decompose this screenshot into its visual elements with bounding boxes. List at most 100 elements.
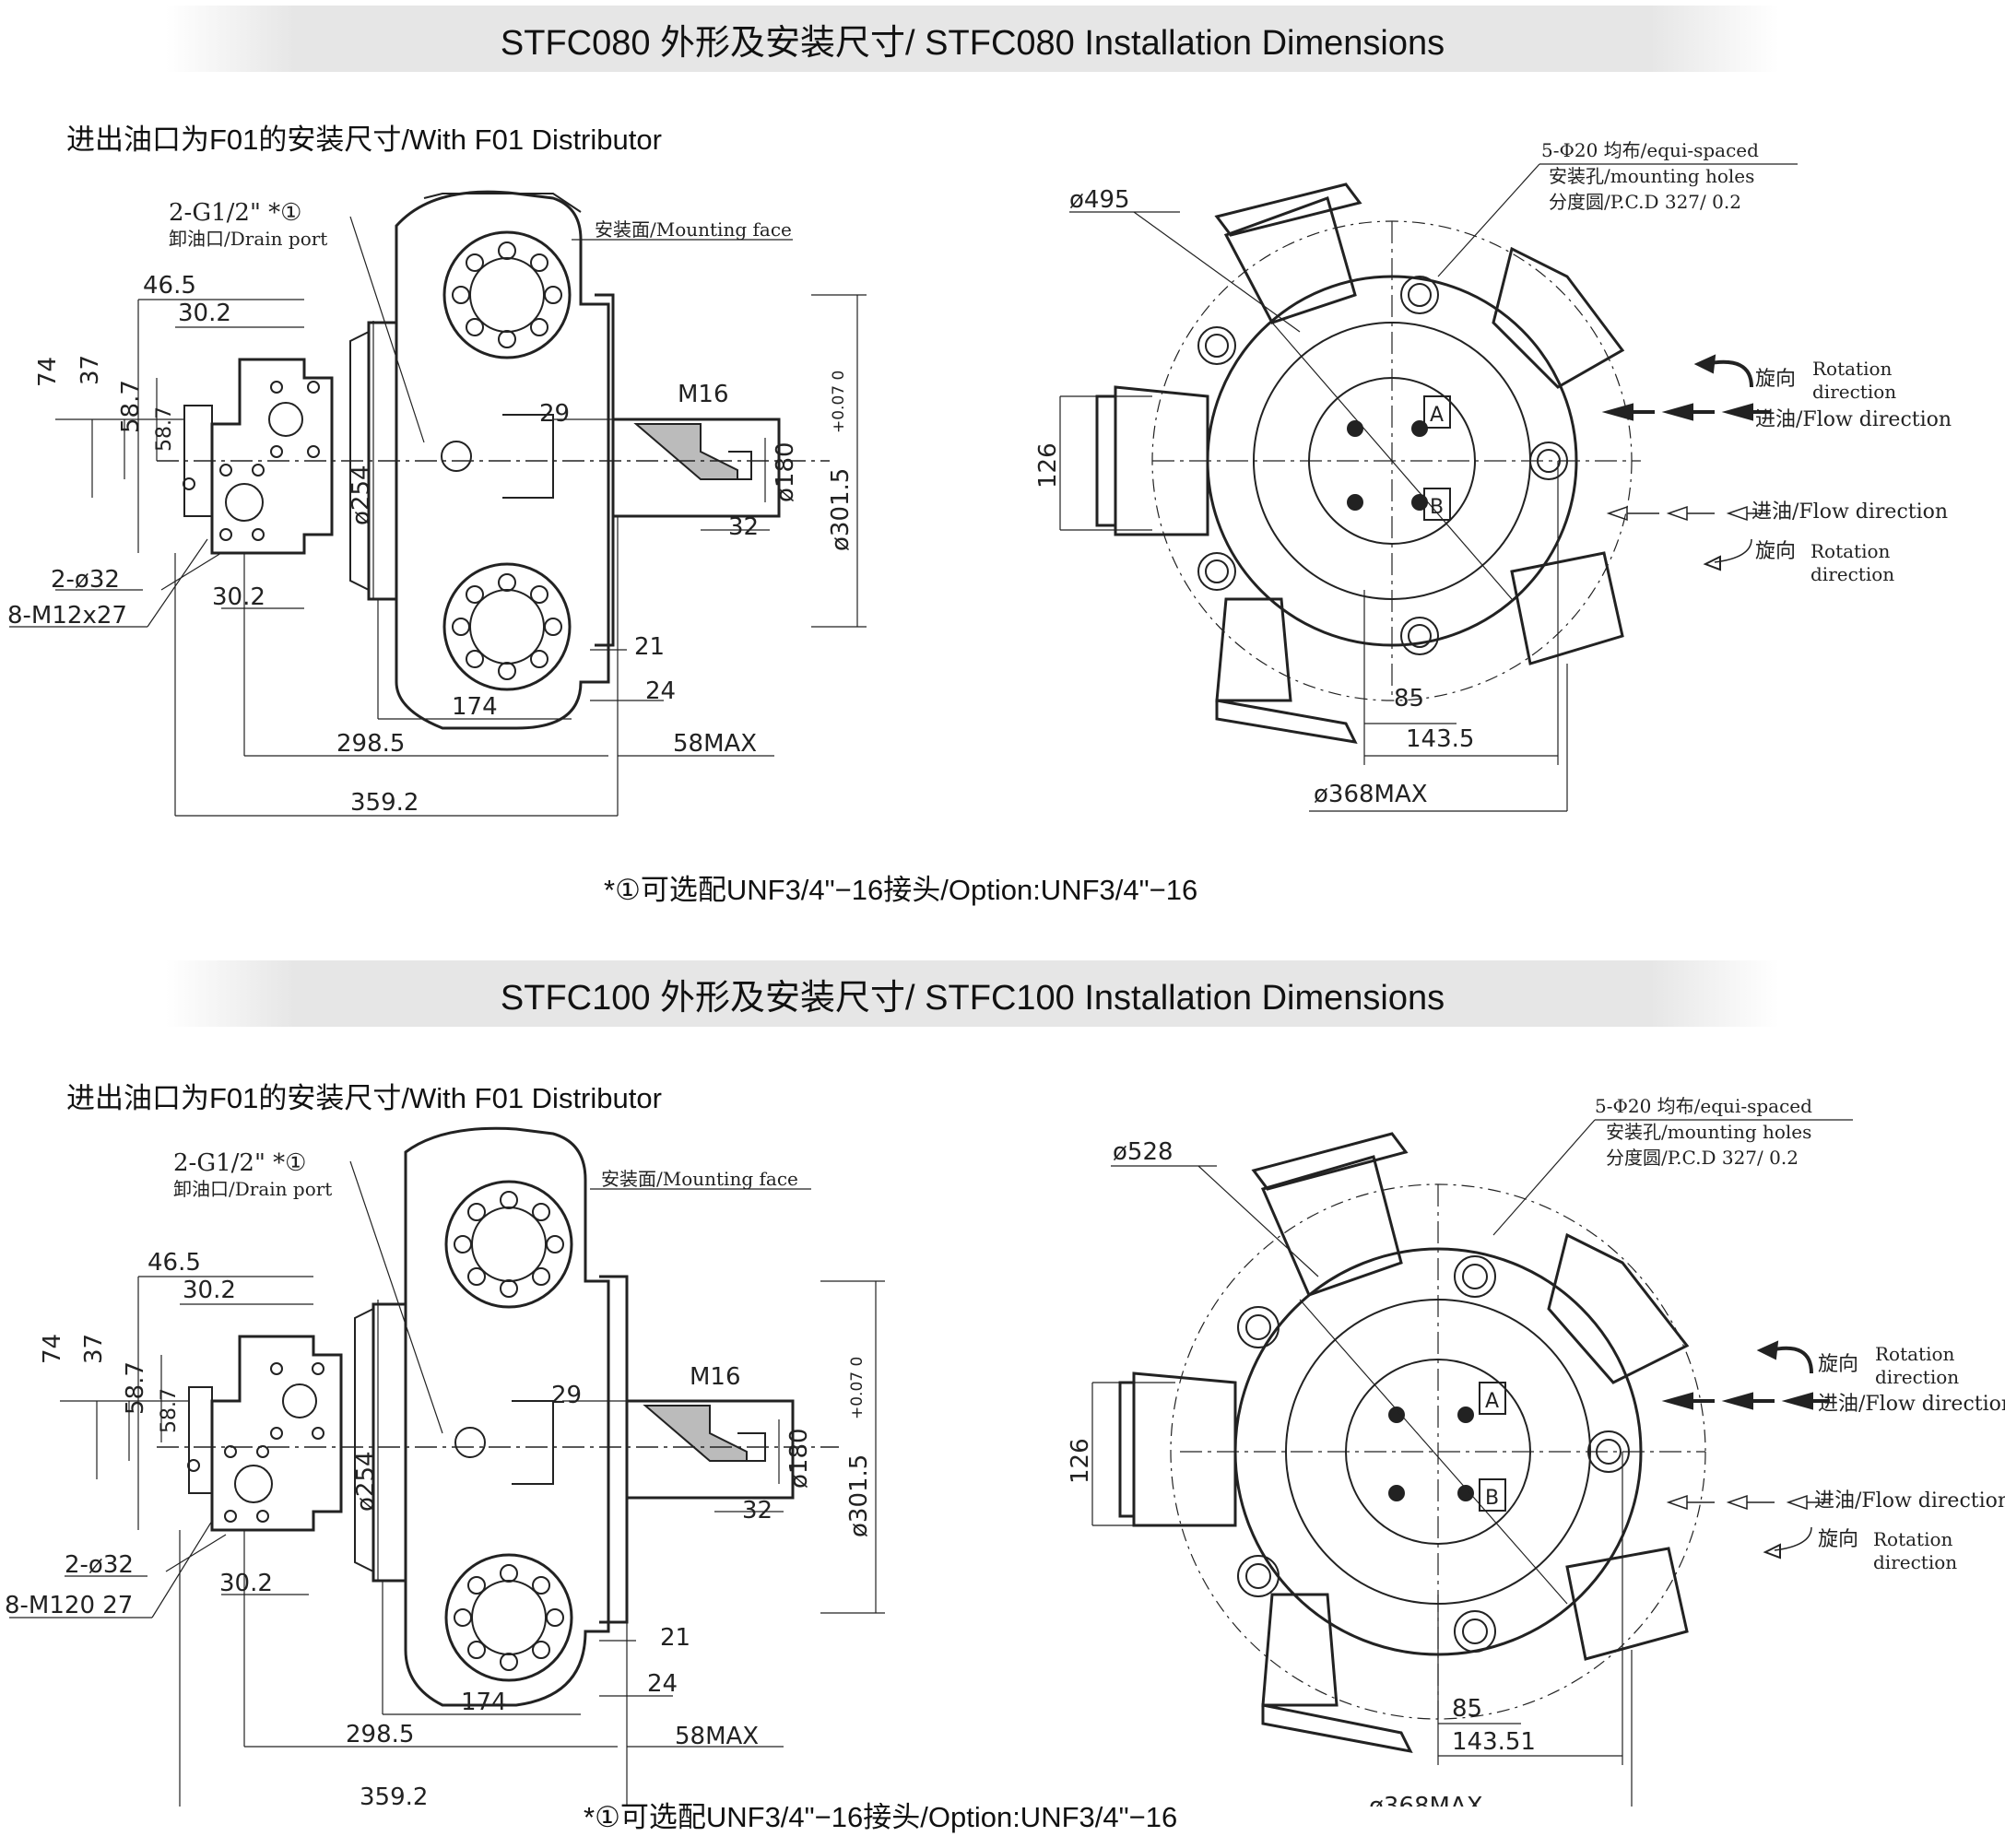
dim-phi254-2: ø254 [352,1451,380,1512]
dim-143-5: 143.5 [1406,725,1474,753]
dim-8-m12: 8-M12x27 [7,602,127,630]
dim-74: 74 [34,357,62,387]
dim-phi528: ø528 [1113,1138,1174,1166]
dim-8-m12-2: 8-M120 27 [5,1592,133,1619]
dim-46-5: 46.5 [143,272,196,300]
dim-tolerance: +0.07 0 [830,371,848,433]
dim-46-5-2: 46.5 [147,1249,201,1277]
dim-359-2: 359.2 [350,789,419,817]
rotation-2-cn-2: 旋向 [1818,1528,1858,1551]
dim-30-2-bot-2: 30.2 [219,1570,273,1597]
flow-direction-1: 进油/Flow direction [1755,408,1952,431]
dim-phi180: ø180 [772,441,799,502]
dim-58max-2: 58MAX [675,1723,759,1750]
rotation-1-en2-2: direction [1875,1366,1959,1388]
dim-58-7b: 58.7 [153,406,176,452]
side-view-motor-body [183,190,781,730]
section-1-drawing: 2-G1/2" *① 卸油口/Drain port 安装面/Mounting f… [7,139,1952,817]
dim-24-2: 24 [647,1670,678,1698]
holes-line-3-2: 分度圆/P.C.D 327/ 0.2 [1606,1147,1799,1169]
holes-line-1: 5-Φ20 均布/equi-spaced [1541,139,1759,161]
dim-30-2-top: 30.2 [178,300,231,327]
holes-line-1-2: 5-Φ20 均布/equi-spaced [1595,1095,1812,1117]
dim-32: 32 [728,513,759,541]
front-view-labels-2: ø528 5-Φ20 均布/equi-spaced 安装孔/mounting h… [1067,1095,2005,1807]
dim-85: 85 [1394,685,1424,712]
rotation-2-en1-2: Rotation [1873,1528,1953,1550]
port-a-label: A [1430,404,1444,427]
dim-tolerance-2: +0.07 0 [848,1357,867,1419]
dim-29-2: 29 [551,1382,582,1409]
drain-port-sublabel: 卸油口/Drain port [169,228,327,250]
dim-32-2: 32 [742,1497,773,1524]
section-1-subtitle: 进出油口为F01的安装尺寸/With F01 Distributor [66,124,662,156]
side-view-labels-2: 2-G1/2" *① 卸油口/Drain port 安装面/Mounting f… [5,1149,873,1807]
port-a-label-2: A [1485,1390,1499,1413]
port-b-label-2: B [1485,1487,1499,1510]
dim-phi368max: ø368MAX [1314,781,1428,808]
section-2-note: *①可选配UNF3/4"−16接头/Option:UNF3/4"−16 [584,1801,1178,1833]
dim-phi301-2: ø301.5 [845,1454,873,1537]
dim-58-7a: 58.7 [117,380,145,433]
rotation-2-en1: Rotation [1810,540,1891,562]
dim-30-2-top-2: 30.2 [183,1277,236,1304]
dim-24: 24 [645,677,676,705]
section-1-title-banner: STFC080 外形及安装尺寸/ STFC080 Installation Di… [166,6,1779,72]
rotation-1-en2: direction [1812,381,1896,403]
section-2-subtitle: 进出油口为F01的安装尺寸/With F01 Distributor [66,1082,662,1114]
dim-m16: M16 [678,381,729,408]
dim-30-2-bot: 30.2 [212,583,265,611]
dim-2-phi32-2: 2-ø32 [65,1551,134,1579]
holes-line-3: 分度圆/P.C.D 327/ 0.2 [1549,191,1741,213]
front-view-motor-body-2 [1118,1132,1706,1754]
rotation-1-cn-2: 旋向 [1818,1353,1858,1376]
dim-174: 174 [452,693,498,721]
section-2-title: STFC100 外形及安装尺寸/ STFC100 Installation Di… [500,978,1445,1018]
dim-phi495: ø495 [1069,186,1130,214]
dim-298-5: 298.5 [336,730,405,758]
front-view-labels: ø495 5-Φ20 均布/equi-spaced 安装孔/mounting h… [1034,139,1952,808]
flow-direction-1-2: 进油/Flow direction [1818,1393,2005,1416]
rotation-1-en1-2: Rotation [1875,1343,1955,1365]
dim-58max: 58MAX [673,730,757,758]
dim-phi301: ø301.5 [827,468,855,551]
side-view-motor-body-2 [187,1126,795,1707]
dim-phi254: ø254 [348,465,375,525]
side-view-labels: 2-G1/2" *① 卸油口/Drain port 安装面/Mounting f… [7,199,855,817]
front-view-motor-body [1095,182,1641,744]
dim-2-phi32: 2-ø32 [51,566,120,594]
rotation-2-en2-2: direction [1873,1551,1957,1573]
dim-37-2: 37 [80,1334,108,1364]
holes-line-2-2: 安装孔/mounting holes [1606,1121,1811,1143]
dim-126: 126 [1034,442,1062,488]
drain-port-label-2: 2-G1/2" *① [173,1149,306,1177]
dim-58-7b-2: 58.7 [158,1388,181,1433]
dim-174-2: 174 [461,1689,507,1716]
dim-21-2: 21 [660,1624,690,1652]
dim-58-7a-2: 58.7 [122,1361,149,1415]
mounting-face-label: 安装面/Mounting face [595,218,792,241]
rotation-2-en2: direction [1810,563,1894,585]
dim-74-2: 74 [39,1334,66,1364]
dim-37: 37 [77,355,104,385]
dim-phi368max-2: ø368MAX [1369,1793,1483,1807]
dim-21: 21 [634,633,665,661]
section-1-note: *①可选配UNF3/4"−16接头/Option:UNF3/4"−16 [604,874,1198,906]
dim-phi180-2: ø180 [785,1428,813,1489]
flow-direction-2: 进油/Flow direction [1751,500,1948,524]
holes-line-2: 安装孔/mounting holes [1549,165,1754,187]
flow-direction-2-2: 进油/Flow direction [1814,1489,2005,1513]
section-2-title-banner: STFC100 外形及安装尺寸/ STFC100 Installation Di… [166,960,1779,1027]
dim-143-51: 143.51 [1452,1728,1536,1756]
dim-298-5-2: 298.5 [346,1721,414,1748]
rotation-2-cn: 旋向 [1755,540,1796,563]
dim-126-2: 126 [1067,1438,1094,1484]
drain-port-label: 2-G1/2" *① [169,199,301,227]
dim-359-2-2: 359.2 [360,1783,428,1807]
dim-85-2: 85 [1452,1695,1482,1723]
section-1-title: STFC080 外形及安装尺寸/ STFC080 Installation Di… [500,23,1445,63]
section-2-drawing: 2-G1/2" *① 卸油口/Drain port 安装面/Mounting f… [5,1095,2005,1807]
mounting-face-label-2: 安装面/Mounting face [601,1168,798,1190]
rotation-1-cn: 旋向 [1755,368,1796,391]
dim-29: 29 [539,400,570,428]
